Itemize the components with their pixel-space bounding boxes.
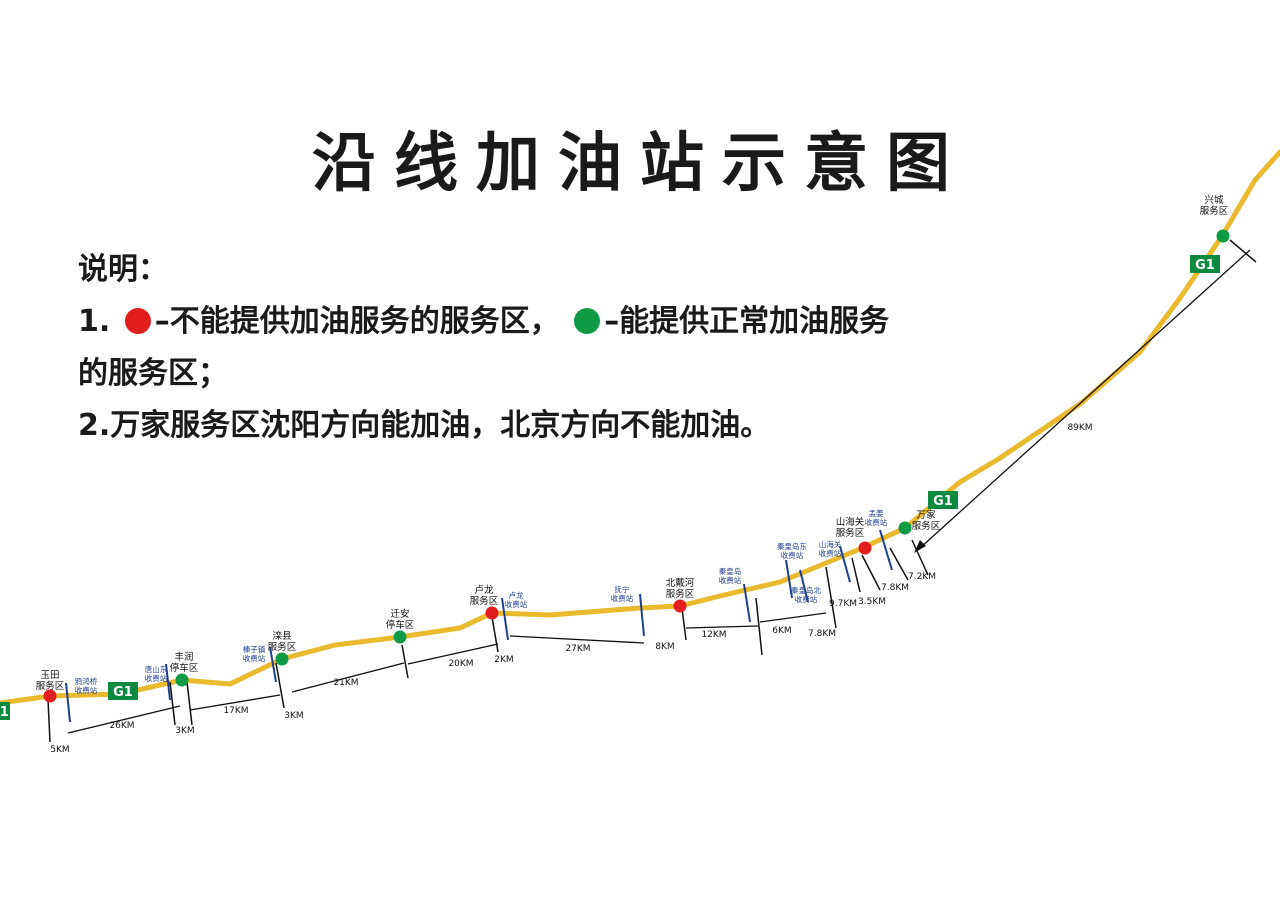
legend-number: 1. (78, 304, 111, 339)
svg-text:G1: G1 (113, 685, 133, 700)
green-dot-icon (574, 308, 601, 334)
toll-label: 秦皇岛北 (791, 585, 821, 595)
legend: 说明： 1. –不能提供加油服务的服务区， –能提供正常加油服务 的服务区； 2… (78, 244, 889, 452)
shanhaiguan-label: 山海关 (836, 516, 865, 528)
yutian-service-dot[interactable] (43, 689, 57, 703)
distance-arrows (67, 249, 1251, 734)
distance-label: 5KM (50, 745, 69, 755)
luanxian-service-dot[interactable] (275, 652, 289, 666)
distance-label: 21KM (333, 678, 358, 688)
toll-label: 山海关 (819, 539, 842, 549)
lulong-label: 卢龙 (474, 584, 494, 596)
yutian-label: 服务区 (36, 680, 65, 692)
legend-red-text: –不能提供加油服务的服务区， (154, 304, 560, 339)
service-area-labels: 玉田 服务区 丰润 停车区 滦县 服务区 迁安 停车区 卢龙 服务区 北戴河 服… (36, 195, 1229, 692)
toll-label: 收费站 (75, 685, 98, 695)
distance-label: 27KM (565, 644, 590, 654)
g1-badge: G1 (0, 702, 10, 720)
toll-label: 唐山东 (145, 664, 168, 674)
toll-label: 收费站 (505, 599, 528, 609)
toll-station-labels: 鸦鸿桥 收费站 唐山东 收费站 榛子镇 收费站 卢龙 收费站 抚宁 收费站 秦皇… (75, 508, 888, 695)
g1-badge: G1 (108, 682, 138, 700)
distance-label: 8KM (655, 642, 674, 652)
arrow-heads (914, 540, 926, 553)
legend-line-1: 1. –不能提供加油服务的服务区， –能提供正常加油服务 (78, 296, 889, 348)
distance-label: 7.2KM (908, 572, 936, 582)
beidaihe-label: 服务区 (666, 588, 695, 600)
beidaihe-label: 北戴河 (666, 577, 695, 589)
qianan-label: 停车区 (386, 619, 415, 631)
distance-label: 9.7KM (829, 599, 857, 609)
lulong-label: 服务区 (470, 595, 499, 607)
toll-label: 收费站 (865, 517, 888, 527)
toll-label: 卢龙 (509, 590, 524, 600)
distance-labels: 5KM 26KM 3KM 17KM 3KM 21KM 20KM 2KM 27KM… (50, 423, 1092, 755)
distance-label: 7.8KM (808, 629, 836, 639)
beidaihe-service-dot[interactable] (673, 599, 687, 613)
distance-label: 6KM (772, 626, 791, 636)
legend-heading: 说明： (78, 252, 168, 287)
luanxian-label: 服务区 (268, 641, 297, 653)
toll-label: 秦皇岛东 (777, 541, 807, 551)
distance-label: 3KM (175, 726, 194, 736)
toll-label: 收费站 (611, 593, 634, 603)
fengrun-label: 丰润 (174, 651, 193, 663)
shanhaiguan-label: 服务区 (836, 527, 865, 539)
toll-label: 收费站 (719, 575, 742, 585)
legend-green-text: –能提供正常加油服务 (604, 304, 890, 339)
fengrun-service-dot[interactable] (175, 673, 189, 687)
xingcheng-service-dot[interactable] (1216, 229, 1230, 243)
wanjia-label: 万家 (916, 509, 936, 521)
g1-badge: G1 (1190, 255, 1220, 273)
distance-label: 89KM (1067, 423, 1092, 433)
xingcheng-label: 兴城 (1204, 195, 1224, 206)
lulong-service-dot[interactable] (485, 606, 499, 620)
toll-label: 孟姜 (869, 508, 884, 518)
toll-label: 收费站 (243, 653, 266, 663)
qianan-label: 迁安 (390, 608, 409, 620)
distance-label: 3.5KM (858, 597, 886, 607)
red-dot-icon (124, 308, 151, 334)
toll-label: 抚宁 (615, 584, 630, 594)
yutian-label: 玉田 (40, 670, 59, 681)
toll-label: 收费站 (819, 548, 842, 558)
toll-label: 秦皇岛 (719, 566, 742, 576)
distance-label: 7.8KM (881, 583, 909, 593)
distance-label: 12KM (701, 630, 726, 640)
distance-label: 17KM (223, 706, 248, 716)
svg-text:G1: G1 (0, 705, 9, 720)
toll-label: 收费站 (795, 594, 818, 604)
qianan-service-dot[interactable] (393, 630, 407, 644)
g1-badge: G1 (928, 491, 958, 509)
toll-label: 收费站 (145, 673, 168, 683)
distance-label: 3KM (284, 711, 303, 721)
legend-line-1-cont: 的服务区； (78, 356, 228, 391)
toll-label: 收费站 (781, 550, 804, 560)
page-title: 沿线加油站示意图 (312, 127, 968, 201)
xingcheng-label: 服务区 (1200, 205, 1229, 217)
distance-label: 26KM (109, 721, 134, 731)
fengrun-label: 停车区 (170, 662, 199, 674)
distance-label: 2KM (494, 655, 513, 665)
svg-text:G1: G1 (933, 494, 953, 509)
service-area-dots (43, 229, 1230, 703)
wanjia-service-dot[interactable] (898, 521, 912, 535)
legend-line-2: 2.万家服务区沈阳方向能加油，北京方向不能加油。 (78, 408, 771, 443)
luanxian-label: 滦县 (272, 630, 291, 642)
wanjia-label: 服务区 (912, 520, 941, 532)
toll-markers (65, 529, 893, 723)
g1-badges: G1 G1 G1 G1 (0, 255, 1220, 720)
tick-marks (47, 239, 1257, 743)
toll-label: 鸦鸿桥 (75, 676, 98, 686)
toll-label: 榛子镇 (243, 644, 266, 654)
svg-text:G1: G1 (1195, 258, 1215, 273)
distance-label: 20KM (448, 659, 473, 669)
shanhaiguan-service-dot[interactable] (858, 541, 872, 555)
